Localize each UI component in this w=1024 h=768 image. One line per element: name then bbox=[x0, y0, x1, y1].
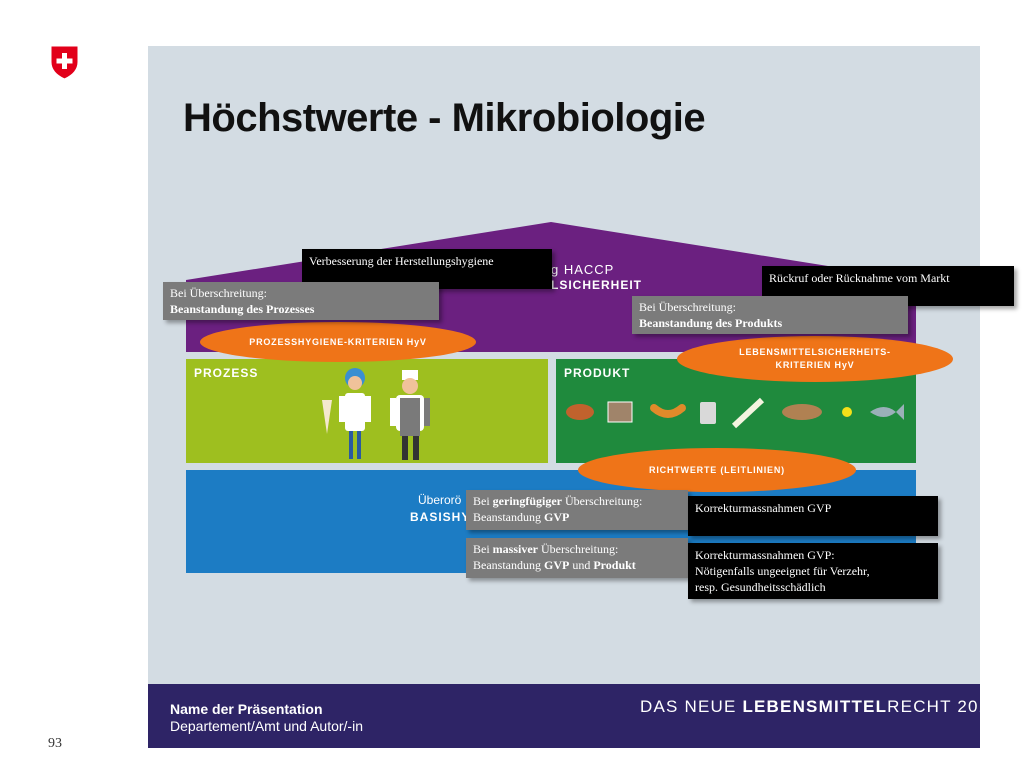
callout-produkt-line2: Beanstandung des Produkts bbox=[639, 316, 783, 330]
slide-title: Höchstwerte - Mikrobiologie bbox=[183, 96, 706, 140]
callout-korrektur-2-line1: Korrekturmassnahmen GVP: bbox=[695, 548, 835, 562]
produkt-label: PRODUKT bbox=[564, 366, 631, 380]
ellipse-lms-text-line2: KRITERIEN HyV bbox=[775, 360, 855, 370]
footer-brand-prefix: DAS NEUE bbox=[640, 697, 743, 716]
callout-prozess-line1: Bei Überschreitung: bbox=[170, 286, 267, 300]
callout-gering-bold: geringfügiger bbox=[492, 494, 562, 508]
footer-brand-bold: LEBENSMITTEL bbox=[742, 697, 888, 716]
callout-produkt: Bei Überschreitung: Beanstandung des Pro… bbox=[632, 296, 908, 334]
footer-presentation-name: Name der Präsentation bbox=[170, 701, 323, 717]
callout-massiv-line2-bold1: GVP bbox=[544, 558, 570, 572]
callout-massiv-line2-bold2: Produkt bbox=[593, 558, 636, 572]
ellipse-richtwerte: RICHTWERTE (LEITLINIEN) bbox=[578, 448, 856, 492]
callout-massiv-pre: Bei bbox=[473, 542, 493, 556]
roof-label-sicherheit: LSICHERHEIT bbox=[551, 278, 643, 292]
page-number: 93 bbox=[48, 736, 62, 751]
callout-massiv: Bei massiver Überschreitung: Beanstandun… bbox=[466, 538, 688, 578]
callout-prozess: Bei Überschreitung: Beanstandung des Pro… bbox=[163, 282, 439, 320]
callout-gering-line2-pre: Beanstandung bbox=[473, 510, 544, 524]
callout-herstellungshygiene-text: Verbesserung der Herstellungshygiene bbox=[309, 254, 494, 268]
callout-produkt-line1: Bei Überschreitung: bbox=[639, 300, 736, 314]
callout-gering-pre: Bei bbox=[473, 494, 493, 508]
worker-figures-illustration bbox=[322, 368, 430, 460]
footer-department: Departement/Amt und Autor/-in bbox=[170, 718, 363, 734]
ellipse-richtwerte-text: RICHTWERTE (LEITLINIEN) bbox=[649, 464, 785, 475]
callout-prozess-line2: Beanstandung des Prozesses bbox=[170, 302, 315, 316]
callout-rueckruf-text: Rückruf oder Rücknahme vom Markt bbox=[769, 271, 950, 285]
callout-korrektur-2-line2: Nötigenfalls ungeeignet für Verzehr, bbox=[695, 564, 870, 578]
roof-label-haccp: g HACCP bbox=[551, 262, 615, 277]
basis-label-line2: BASISHY bbox=[410, 510, 471, 524]
basis-label-line1: Überorö bbox=[418, 493, 462, 507]
swiss-coat-of-arms-logo bbox=[50, 45, 79, 80]
callout-massiv-bold: massiver bbox=[492, 542, 538, 556]
footer-bar bbox=[148, 684, 980, 748]
ellipse-prozesshygiene-text: PROZESSHYGIENE-KRITERIEN HyV bbox=[249, 336, 427, 347]
callout-massiv-line2-mid: und bbox=[569, 558, 594, 572]
callout-gering-post: Überschreitung: bbox=[562, 494, 643, 508]
callout-korrektur-2: Korrekturmassnahmen GVP: Nötigenfalls un… bbox=[688, 543, 938, 599]
callout-korrektur-2-line3: resp. Gesundheitsschädlich bbox=[695, 580, 826, 594]
callout-gering-line2-bold: GVP bbox=[544, 510, 570, 524]
callout-korrektur-1: Korrekturmassnahmen GVP bbox=[688, 496, 938, 536]
footer-brand: DAS NEUE LEBENSMITTELRECHT 2017 bbox=[640, 697, 1000, 717]
ellipse-lms-text-line1: LEBENSMITTELSICHERHEITS- bbox=[739, 347, 891, 357]
ellipse-prozesshygiene-kriterien: PROZESSHYGIENE-KRITERIEN HyV bbox=[200, 322, 476, 362]
prozess-label: PROZESS bbox=[194, 366, 259, 380]
ellipse-lebensmittelsicherheits-kriterien: LEBENSMITTELSICHERHEITS- KRITERIEN HyV bbox=[677, 336, 953, 382]
footer-brand-suffix: RECHT 2017 bbox=[887, 697, 1000, 716]
callout-massiv-line2-pre: Beanstandung bbox=[473, 558, 544, 572]
callout-korrektur-1-text: Korrekturmassnahmen GVP bbox=[695, 501, 832, 515]
food-icons-illustration bbox=[566, 397, 904, 429]
callout-geringfuegig: Bei geringfügiger Überschreitung: Beanst… bbox=[466, 490, 688, 530]
callout-massiv-post: Überschreitung: bbox=[538, 542, 619, 556]
